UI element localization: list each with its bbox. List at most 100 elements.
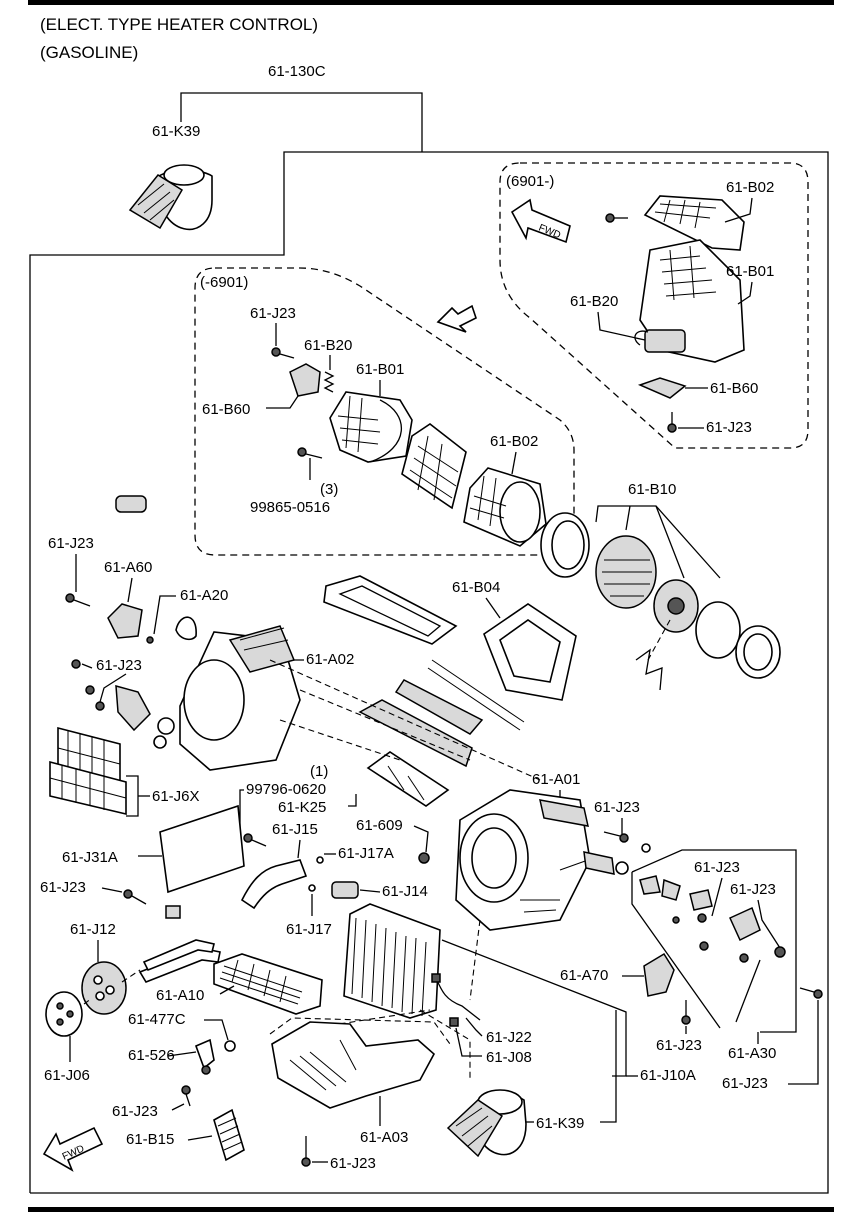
leader-j23-e [711,877,723,917]
label-k39-top: 61-K39 [152,123,200,140]
oring-j17a-icon [316,856,324,864]
leader-j14 [359,889,381,893]
label-j12: 61-J12 [70,921,116,938]
evaporator-icon [343,903,441,1019]
leader-130c [180,92,423,152]
assembly-frame [29,151,829,1194]
label-b15: 61-B15 [126,1131,174,1148]
label-screw-pn: 99865-0516 [250,499,330,516]
screw-a20-icon [146,636,154,644]
leader-a60 [127,577,133,603]
label-a01: 61-A01 [532,771,580,788]
label-early-b01: 61-B01 [356,361,404,378]
leader-k25 [348,794,357,807]
early-screw-icon [271,347,295,359]
late-resistor-icon [637,377,687,399]
label-j10a: 61-J10A [640,1067,696,1084]
resistor-b15-icon [213,1108,245,1162]
label-477c: 61-477C [128,1011,186,1028]
screw-h-icon [799,987,823,999]
label-screw-qty: (3) [320,481,338,498]
housing-main-icon [455,789,591,931]
label-k39-bottom: 61-K39 [536,1115,584,1132]
label-j23-c: 61-J23 [594,799,640,816]
label-a02: 61-A02 [306,651,354,668]
group-early-outline [194,267,575,556]
frame-a30-left [631,872,721,1029]
blower-motor-bottom-icon [446,1089,527,1158]
screw-i-icon [181,1085,191,1107]
header-title: (ELECT. TYPE HEATER CONTROL) [40,15,318,34]
late-screw-lower-icon [667,412,677,433]
late-actuator-icon [634,329,686,353]
clip-d-icon [165,905,181,919]
screw-b2-icon [85,685,95,695]
early-filter-door-icon [401,423,467,510]
leader-j23-b1 [81,663,93,669]
label-early-b02: 61-B02 [490,433,538,450]
actuator-a60-icon [107,603,143,639]
label-526: 61-526 [128,1047,175,1064]
group-early-label: (-6901) [200,274,248,291]
label-j31a: 61-J31A [62,849,118,866]
leader-k39-bracket [600,1010,617,1123]
grommet-609-icon [418,852,430,864]
label-61-130c: 61-130C [268,63,326,80]
label-early-b20: 61-B20 [304,337,352,354]
lower-case-icon [271,1021,436,1109]
leader-late-b02 [724,197,753,223]
actuator-a70-icon [643,952,675,997]
label-j17a: 61-J17A [338,845,394,862]
leader-526 [167,1051,197,1057]
label-pn-99796: 99796-0620 [246,781,326,798]
leader-j23-d [101,887,123,893]
frame-a30 [631,849,797,1033]
leader-a10 [219,985,235,995]
label-j15: 61-J15 [272,821,318,838]
motor-ring-icon [735,625,781,679]
label-j14: 61-J14 [382,883,428,900]
panel-j31a-icon [159,804,245,894]
label-j23-h: 61-J23 [722,1075,768,1092]
screw-d-icon [123,889,147,905]
fwd-arrow-upper-icon: FWD [510,198,571,244]
sensor-icon [115,495,147,513]
leader-j23-b2 [99,673,127,703]
label-a70: 61-A70 [560,967,608,984]
label-a60: 61-A60 [104,559,152,576]
leader-609 [413,825,429,853]
leader-j23-h [788,1000,819,1085]
label-late-b60: 61-B60 [710,380,758,397]
group-late-label: (6901-) [506,173,554,190]
label-j22: 61-J22 [486,1029,532,1046]
leader-b10-a [625,505,631,531]
move-arrow-icon [436,304,477,333]
label-early-j23: 61-J23 [250,305,296,322]
leader-j22 [465,1017,483,1037]
leader-b04 [485,597,501,619]
label-j23-e: 61-J23 [694,859,740,876]
leader-j10a [441,939,627,1077]
label-j17: 61-J17 [286,921,332,938]
housing-left-icon [179,625,301,771]
label-b10: 61-B10 [628,481,676,498]
leader-j08 [455,1027,482,1057]
blower-fan-icon [595,535,657,609]
label-late-b20: 61-B20 [570,293,618,310]
filter-frame-icon [323,575,458,645]
screw-b3-icon [95,701,105,711]
valve-j14-icon [331,881,359,899]
filter-lower-icon [49,760,127,816]
label-j23-bottom: 61-J23 [330,1155,376,1172]
top-rule [28,0,834,5]
label-j06: 61-J06 [44,1067,90,1084]
leader-b15 [187,1135,213,1141]
early-spring-icon [323,371,335,393]
label-j23-b: 61-J23 [96,657,142,674]
early-screw-lower-icon [297,447,323,459]
label-a03: 61-A03 [360,1129,408,1146]
leader-late-b01 [737,281,753,305]
screw-g-icon [681,1000,691,1025]
clip-477c-icon [224,1040,236,1052]
